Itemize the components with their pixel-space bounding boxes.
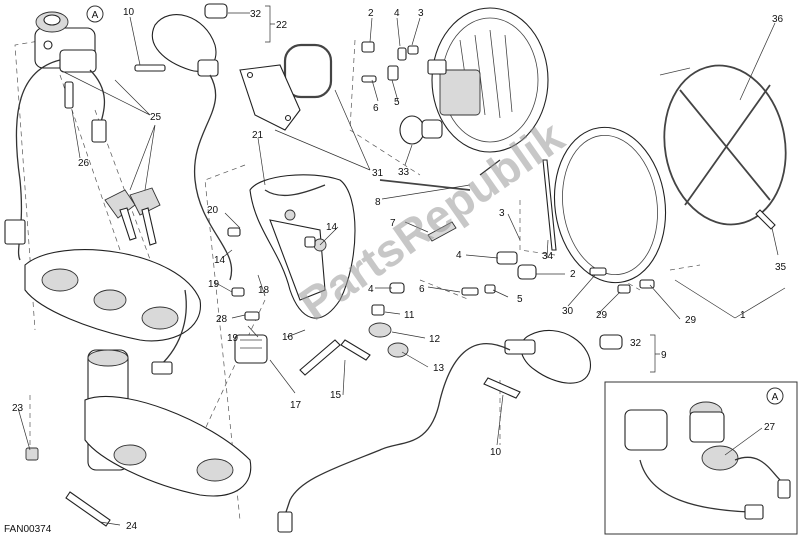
part-label-21: 21 <box>252 130 264 141</box>
grommets <box>368 304 409 358</box>
part-label-2: 2 <box>368 8 374 19</box>
ignition-detail-tag: A <box>86 5 104 23</box>
housing-fixings <box>361 41 419 83</box>
part-label-16: 16 <box>282 332 294 343</box>
part-label-20: 20 <box>207 205 219 216</box>
right-bracket-fixings <box>389 251 537 296</box>
part-label-29: 29 <box>596 310 608 321</box>
ignition-keys <box>104 187 161 246</box>
ignition-mount-bolt <box>64 81 74 109</box>
detail-inset-tag: A <box>766 387 784 405</box>
part-label-14: 14 <box>214 255 226 266</box>
part-label-3: 3 <box>418 8 424 19</box>
right-turn-indicator <box>277 329 623 533</box>
clamp-nut <box>25 447 39 461</box>
part-label-10b: 10 <box>490 447 502 458</box>
part-label-6: 6 <box>373 103 379 114</box>
part-label-23: 23 <box>12 403 24 414</box>
part-label-2b: 2 <box>570 269 576 280</box>
bottom-screw <box>65 491 111 527</box>
part-label-29b: 29 <box>685 315 697 326</box>
part-label-18: 18 <box>258 285 270 296</box>
part-label-7: 7 <box>390 218 396 229</box>
part-label-11: 11 <box>404 310 415 321</box>
part-label-35: 35 <box>775 262 787 273</box>
part-label-4c: 4 <box>368 284 374 295</box>
part-label-13: 13 <box>433 363 445 374</box>
ignition-detail-tag-text: A <box>92 10 99 21</box>
left-turn-indicator <box>134 3 233 281</box>
leader-lines <box>17 12 786 526</box>
grille-screw <box>755 209 776 230</box>
drawing-code: FAN00374 <box>4 524 52 535</box>
part-label-9: 9 <box>661 350 667 361</box>
part-label-14b: 14 <box>326 222 338 233</box>
part-label-6b: 6 <box>419 284 425 295</box>
part-label-1: 1 <box>740 310 746 321</box>
part-label-22: 22 <box>276 20 288 31</box>
part-labels: 10 32 22 25 26 21 31 2 4 3 6 5 33 8 7 3 … <box>12 7 787 532</box>
part-label-4: 4 <box>394 8 400 19</box>
part-label-34: 34 <box>542 251 554 262</box>
part-label-5b: 5 <box>517 294 523 305</box>
rim-screws <box>589 267 655 294</box>
part-label-33: 33 <box>398 167 410 178</box>
steering-head-assembly <box>24 249 252 497</box>
detail-inset-tag-text: A <box>772 392 779 403</box>
part-label-27: 27 <box>764 422 776 433</box>
part-label-26: 26 <box>78 158 90 169</box>
headlight-wire-lead <box>379 159 501 191</box>
part-label-31: 31 <box>372 168 384 179</box>
relay-unit <box>234 334 268 364</box>
part-label-12: 12 <box>429 334 441 345</box>
bracket-screws <box>227 227 371 376</box>
part-label-36: 36 <box>772 14 784 25</box>
part-label-15: 15 <box>330 390 342 401</box>
ignition-switch <box>4 11 107 261</box>
part-label-32b: 32 <box>630 338 642 349</box>
part-label-8: 8 <box>375 197 381 208</box>
group-brackets <box>265 5 660 373</box>
part-label-19b: 19 <box>227 333 239 344</box>
detail-inset-a <box>604 381 798 535</box>
spring-clip <box>427 221 457 242</box>
part-label-10: 10 <box>123 7 135 18</box>
headlight-gasket <box>283 43 333 99</box>
part-label-5: 5 <box>394 97 400 108</box>
part-label-24: 24 <box>126 521 138 532</box>
headlight-bulb <box>399 115 443 145</box>
headlight-rim <box>542 126 667 284</box>
headlight-housing <box>427 7 549 153</box>
part-label-32: 32 <box>250 9 262 20</box>
part-label-3b: 3 <box>499 208 505 219</box>
part-label-4b: 4 <box>456 250 462 261</box>
part-label-17: 17 <box>290 400 302 411</box>
part-label-25: 25 <box>150 112 162 123</box>
part-label-28: 28 <box>216 314 228 325</box>
part-label-30: 30 <box>562 306 574 317</box>
part-label-19: 19 <box>208 279 220 290</box>
headlight-cover-plate <box>239 64 301 131</box>
headlight-grille <box>659 64 787 226</box>
